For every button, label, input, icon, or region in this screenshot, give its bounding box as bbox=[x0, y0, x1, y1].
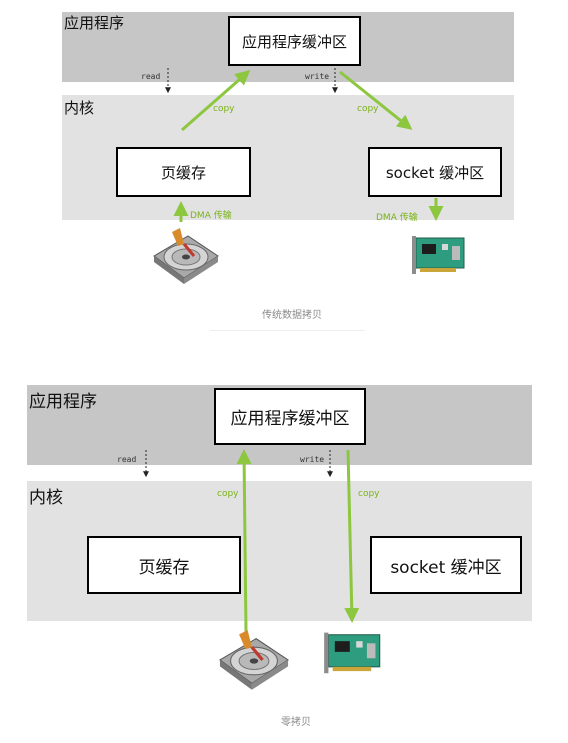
kernel-layer-label: 内核 bbox=[64, 99, 95, 117]
copy-label-right-2: copy bbox=[358, 489, 380, 499]
dma-label-left: DMA 传输 bbox=[190, 211, 232, 221]
hard-disk-icon-2 bbox=[218, 630, 290, 690]
read-label-2: read bbox=[117, 455, 137, 464]
network-card-icon-2 bbox=[324, 632, 381, 674]
copy-arrow-up bbox=[181, 70, 251, 132]
caption-traditional: 传统数据拷贝 bbox=[262, 310, 322, 321]
socket-buffer-box: socket 缓冲区 bbox=[368, 147, 502, 197]
copy-label-right: copy bbox=[357, 104, 379, 114]
caption-zero-copy: 零拷贝 bbox=[281, 717, 311, 728]
dma-label-right: DMA 传输 bbox=[376, 213, 418, 223]
caption-underline bbox=[210, 330, 365, 331]
app-layer-label: 应用程序 bbox=[64, 14, 125, 32]
write-label-2: write bbox=[300, 455, 325, 464]
app-buffer-box-2: 应用程序缓冲区 bbox=[214, 388, 366, 445]
network-card-icon bbox=[412, 236, 465, 274]
kernel-layer-label-2: 内核 bbox=[29, 488, 63, 508]
copy-label-left: copy bbox=[213, 104, 235, 114]
zero-copy-arrow-up bbox=[236, 449, 252, 633]
page-cache-box: 页缓存 bbox=[116, 147, 251, 197]
hard-disk-icon bbox=[153, 228, 219, 284]
copy-arrow-down bbox=[339, 70, 413, 130]
zero-copy-arrow-down bbox=[344, 449, 360, 623]
copy-label-left-2: copy bbox=[217, 489, 239, 499]
read-label: read bbox=[141, 72, 161, 81]
page-cache-box-2: 页缓存 bbox=[87, 536, 241, 594]
write-label: write bbox=[305, 72, 330, 81]
app-layer-label-2: 应用程序 bbox=[29, 392, 97, 412]
socket-buffer-box-2: socket 缓冲区 bbox=[370, 536, 522, 594]
app-buffer-box: 应用程序缓冲区 bbox=[228, 16, 361, 66]
